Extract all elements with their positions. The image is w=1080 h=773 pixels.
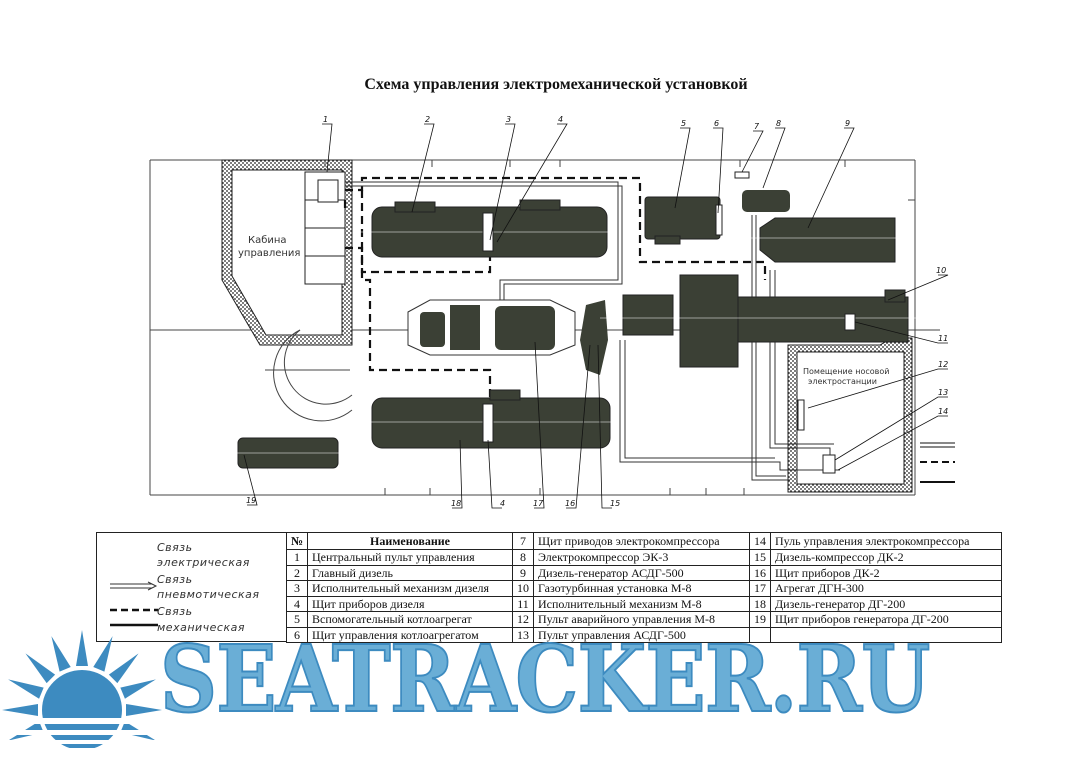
table-cell-name: Электрокомпрессор ЭК-3 xyxy=(533,549,750,566)
table-cell-num: 12 xyxy=(512,611,534,628)
table-row: 6 Щит управления котлоагрегатом 13 Пульт… xyxy=(286,626,1002,643)
control-cabin xyxy=(221,159,353,346)
callout-19: 19 xyxy=(246,496,256,505)
watermark-text: SEATRACKER.RU xyxy=(159,625,931,733)
callout-leaders xyxy=(243,123,949,509)
cabin-label-line1: Кабина xyxy=(248,235,287,246)
header-num: № xyxy=(286,532,308,550)
table-row: 1 Центральный пульт управления 8 Электро… xyxy=(286,549,1002,566)
callout-12: 12 xyxy=(938,360,948,369)
table-cell-num: 9 xyxy=(512,564,534,581)
callout-5: 5 xyxy=(681,119,686,128)
table-cell-name: Щит приборов ДК-2 xyxy=(770,564,1002,581)
table-cell-num: 13 xyxy=(512,626,534,643)
callout-4b: 4 xyxy=(500,499,505,508)
callout-numbers: 1 2 3 4 5 6 7 8 9 10 11 12 13 14 19 18 4… xyxy=(246,115,948,508)
electrostation-room xyxy=(787,337,913,493)
table-cell-num: 2 xyxy=(286,564,308,581)
callout-3: 3 xyxy=(506,115,511,124)
callout-11: 11 xyxy=(938,334,948,343)
components-table: № Наименование 7 Щит приводов электроком… xyxy=(286,532,1002,643)
dgn-300-aggregate xyxy=(407,299,576,356)
shaft-circle xyxy=(265,329,353,422)
emergency-console-m8 xyxy=(797,399,805,431)
watermark-sun-logo xyxy=(0,630,167,773)
dk-2-compressor xyxy=(580,300,608,375)
gas-turbine-m8 xyxy=(622,274,909,368)
legend-pneumatic-line2: пневмотическая xyxy=(157,588,260,601)
table-cell-name: Щит управления котлоагрегатом xyxy=(307,626,513,643)
diesel-gauge-panel-bottom xyxy=(482,403,494,443)
compressor-control-console xyxy=(822,454,836,474)
table-cell-num: 8 xyxy=(512,549,534,566)
callout-8: 8 xyxy=(776,119,781,128)
legend-mechanical-line2: механическая xyxy=(157,621,245,634)
table-cell-name: Дизель-генератор ДГ-200 xyxy=(770,595,1002,612)
table-cell-name: Пульт управления АСДГ-500 xyxy=(533,626,750,643)
diagram-title: Схема управления электромеханической уст… xyxy=(364,76,748,93)
table-cell-num: 14 xyxy=(749,532,771,550)
header-name: Наименование xyxy=(307,532,513,550)
table-cell-name: Дизель-компрессор ДК-2 xyxy=(770,549,1002,566)
table-row: 2 Главный дизель 9 Дизель-генератор АСДГ… xyxy=(286,564,1002,581)
room-label-line1: Помещение носовой xyxy=(803,367,889,376)
deck-markers xyxy=(324,160,915,495)
callout-1: 1 xyxy=(323,115,328,124)
legend-electric-line1: Связь xyxy=(157,541,193,554)
table-cell-name: Щит приборов генератора ДГ-200 xyxy=(770,611,1002,628)
legend-mechanical-line1: Связь xyxy=(157,605,193,618)
boiler-control-panel xyxy=(715,204,723,236)
table-row: 3 Исполнительный механизм дизеля 10 Газо… xyxy=(286,580,1002,597)
table-cell-name: Пуль управления электрокомпрессора xyxy=(770,532,1002,550)
diesel-gauge-panel-top xyxy=(482,212,494,252)
table-cell-name: Агрегат ДГН-300 xyxy=(770,580,1002,597)
callout-16: 16 xyxy=(565,499,575,508)
table-cell-name: Центральный пульт управления xyxy=(307,549,513,566)
callout-2: 2 xyxy=(425,115,430,124)
legend-box: Связь электрическая Связь пневмотическая… xyxy=(96,532,286,642)
aux-boiler xyxy=(644,196,721,245)
room-label-line2: электростанции xyxy=(808,377,877,386)
table-cell-name: Пульт аварийного управления М-8 xyxy=(533,611,750,628)
table-cell-name: Щит приводов электрокомпрессора xyxy=(533,532,750,550)
callout-9: 9 xyxy=(845,119,850,128)
compressor-drive-panel xyxy=(734,171,750,179)
callout-14: 14 xyxy=(938,407,948,416)
table-row: 5 Вспомогательный котлоагрегат 12 Пульт … xyxy=(286,611,1002,628)
legend-electric-line2: электрическая xyxy=(157,556,250,569)
edge-symbols xyxy=(920,442,955,483)
callout-17: 17 xyxy=(533,499,544,508)
callout-10: 10 xyxy=(936,266,946,275)
table-cell-num: 3 xyxy=(286,580,308,597)
table-cell-num: 10 xyxy=(512,580,534,597)
table-cell-num: 15 xyxy=(749,549,771,566)
callout-4: 4 xyxy=(558,115,563,124)
callout-13: 13 xyxy=(938,388,948,397)
table-cell-name: Газотурбинная установка М-8 xyxy=(533,580,750,597)
table-cell-num: 18 xyxy=(749,595,771,612)
callout-18: 18 xyxy=(451,499,461,508)
legend-samples xyxy=(110,581,158,627)
table-cell-name: Дизель-генератор АСДГ-500 xyxy=(533,564,750,581)
table-cell-name: Главный дизель xyxy=(307,564,513,581)
electrocompressor xyxy=(742,190,790,212)
cabin-label-line2: управления xyxy=(238,248,300,259)
m8-actuator xyxy=(844,313,856,331)
table-cell-num: 16 xyxy=(749,564,771,581)
asdg-500-generator xyxy=(759,217,896,263)
table-cell-name: Вспомогательный котлоагрегат xyxy=(307,611,513,628)
table-cell-name: Исполнительный механизм М-8 xyxy=(533,595,750,612)
callout-15: 15 xyxy=(610,499,620,508)
table-cell-num: 17 xyxy=(749,580,771,597)
table-cell-name: Исполнительный механизм дизеля xyxy=(307,580,513,597)
table-cell-name xyxy=(770,626,1002,643)
callout-6: 6 xyxy=(714,119,719,128)
table-cell-num: 7 xyxy=(512,532,534,550)
table-cell-num: 1 xyxy=(286,549,308,566)
table-header: № Наименование 7 Щит приводов электроком… xyxy=(286,532,1002,550)
legend-pneumatic-line1: Связь xyxy=(157,573,193,586)
callout-7: 7 xyxy=(754,122,760,131)
